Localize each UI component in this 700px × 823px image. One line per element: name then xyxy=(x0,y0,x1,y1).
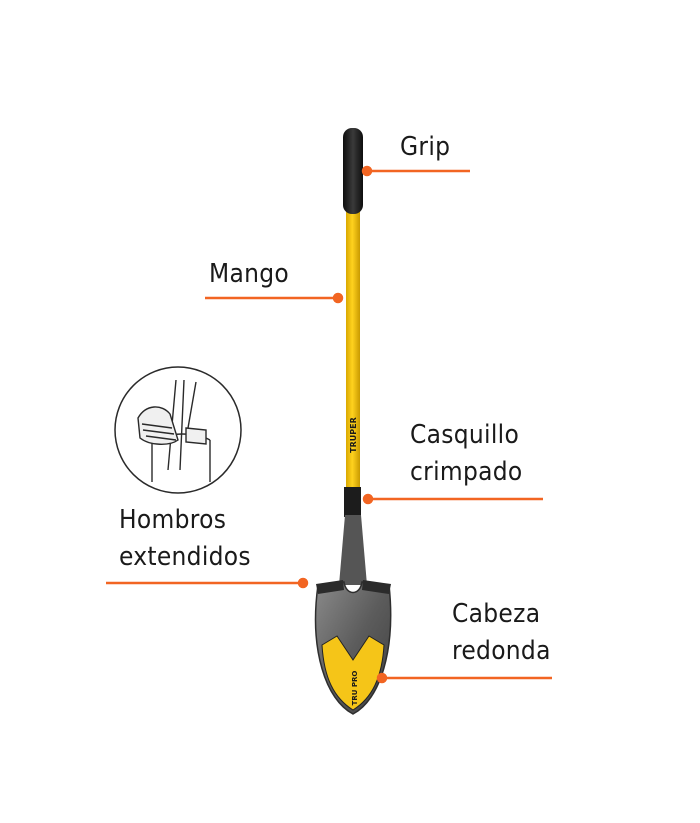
casquillo-label: Casquillo crimpado xyxy=(410,420,523,487)
blade-shoulder-right xyxy=(362,580,391,594)
inset-circle xyxy=(114,366,242,494)
blade-neck xyxy=(339,515,367,585)
blade-label-panel xyxy=(321,635,385,711)
callout-lines xyxy=(106,165,552,684)
grip xyxy=(343,128,363,214)
grip-label: Grip xyxy=(400,132,451,162)
handle xyxy=(346,205,360,495)
blade-label-text: TRU PRO xyxy=(351,671,359,706)
cabeza-label: Cabeza redonda xyxy=(452,599,551,666)
mango-label: Mango xyxy=(209,259,290,289)
blade-shoulder-left xyxy=(316,580,344,594)
crimped-ferrule xyxy=(344,487,361,517)
shovel xyxy=(314,128,392,715)
hombros-label: Hombros extendidos xyxy=(119,505,251,572)
boot-on-shovel-step-icon xyxy=(137,379,211,482)
handle-brand-text: TRUPER xyxy=(349,417,358,453)
